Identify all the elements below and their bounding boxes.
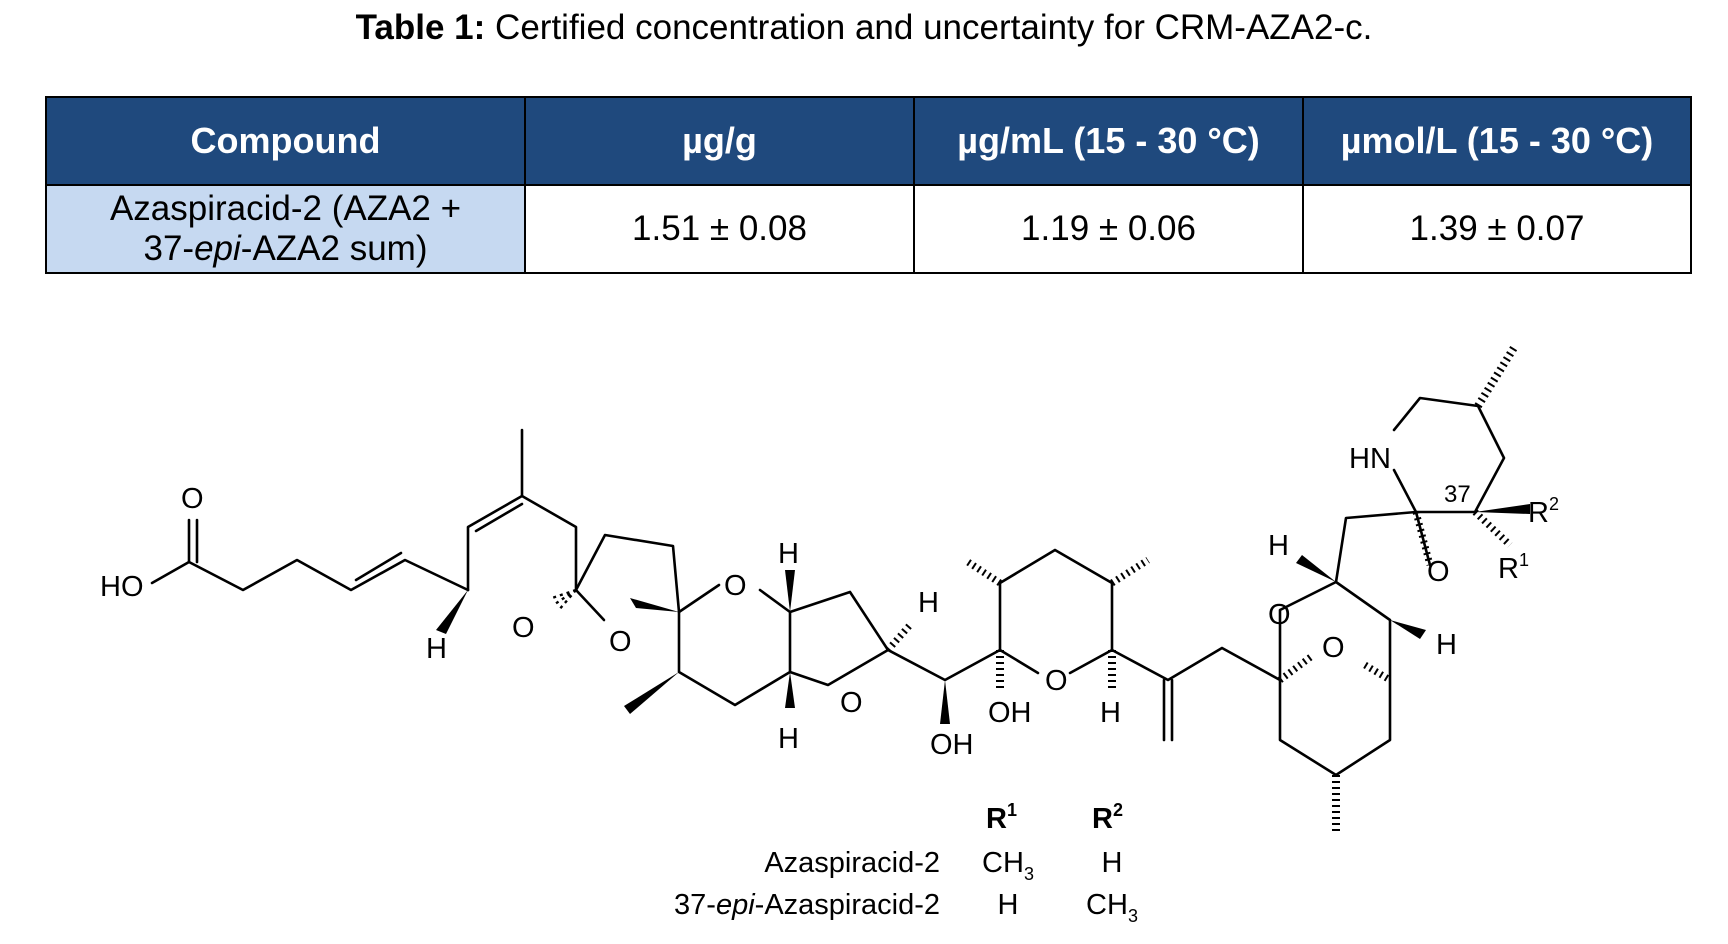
ring-oxygen-label: O — [1427, 556, 1450, 588]
oh-label: OH — [988, 697, 1032, 729]
compound-line-2-italic: epi — [194, 229, 241, 268]
ring-oxygen-label: O — [1268, 599, 1291, 631]
skeleton-bonds — [150, 396, 1506, 777]
compound-line-2-suffix: -AZA2 sum) — [240, 229, 428, 268]
legend-row-1-r1: CH3 — [982, 847, 1034, 884]
h-label: H — [778, 538, 799, 570]
cell-umol-per-l: 1.39 ± 0.07 — [1302, 184, 1692, 274]
r2-label: R2 — [1528, 494, 1559, 529]
header-compound: Compound — [45, 96, 526, 186]
wedge-bonds — [436, 504, 1530, 724]
h-label: H — [426, 633, 447, 665]
cell-compound: Azaspiracid-2 (AZA2 + 37-epi-AZA2 sum) — [45, 184, 526, 274]
h-label: H — [918, 587, 939, 619]
carbon-37-label: 37 — [1444, 481, 1471, 508]
ring-oxygen-label: O — [724, 570, 747, 602]
legend-row-2-r1: H — [998, 889, 1019, 921]
hn-label: HN — [1349, 443, 1391, 475]
r1-label: R1 — [1498, 550, 1529, 585]
legend-row-1-r2: H — [1102, 847, 1123, 879]
carbonyl-oxygen-label: O — [181, 483, 204, 515]
ring-oxygen-label: O — [512, 612, 535, 644]
header-umol-per-l: µmol/L (15 - 30 °C) — [1302, 96, 1692, 186]
caption-label: Table 1: — [355, 8, 486, 47]
cell-ug-per-ml: 1.19 ± 0.06 — [913, 184, 1304, 274]
ring-oxygen-label: O — [1322, 632, 1345, 664]
header-ug-per-ml: µg/mL (15 - 30 °C) — [913, 96, 1304, 186]
caption-text: Certified concentration and uncertainty … — [495, 8, 1373, 47]
oh-label: OH — [930, 729, 974, 761]
h-label: H — [1436, 629, 1457, 661]
compound-line-1: Azaspiracid-2 (AZA2 + — [109, 189, 462, 228]
ring-oxygen-label: O — [609, 626, 632, 658]
ring-oxygen-label: O — [1045, 665, 1068, 697]
h-label: H — [1268, 530, 1289, 562]
header-ug-per-g: µg/g — [524, 96, 915, 186]
cell-ug-per-g: 1.51 ± 0.08 — [524, 184, 915, 274]
ring-oxygen-label: O — [840, 687, 863, 719]
table-row: Azaspiracid-2 (AZA2 + 37-epi-AZA2 sum) 1… — [45, 184, 1692, 274]
certified-values-table: Compound µg/g µg/mL (15 - 30 °C) µmol/L … — [45, 96, 1692, 274]
h-label: H — [1100, 697, 1121, 729]
hashed-bonds — [551, 343, 1519, 832]
azaspiracid-2-structure: HO O O O O O O O O O HN OH OH H H H H H … — [100, 343, 1559, 926]
h-label: H — [778, 723, 799, 755]
table-header-row: Compound µg/g µg/mL (15 - 30 °C) µmol/L … — [45, 96, 1692, 186]
compound-line-2-prefix: 37- — [143, 229, 195, 268]
legend-header-r1: R1 — [986, 800, 1017, 835]
legend-row-2-name: 37-epi-Azaspiracid-2 — [674, 889, 940, 921]
substituent-legend: R1 R2 Azaspiracid-2 CH3 H 37-epi-Azaspir… — [674, 800, 1138, 926]
legend-header-r2: R2 — [1092, 800, 1123, 835]
legend-row-1-name: Azaspiracid-2 — [764, 847, 940, 879]
atom-labels: HO O O O O O O O O O HN OH OH H H H H H … — [100, 443, 1559, 761]
ho-label: HO — [100, 571, 144, 603]
legend-row-2-r2: CH3 — [1086, 889, 1138, 926]
table-caption: Table 1: Certified concentration and unc… — [0, 6, 1728, 50]
